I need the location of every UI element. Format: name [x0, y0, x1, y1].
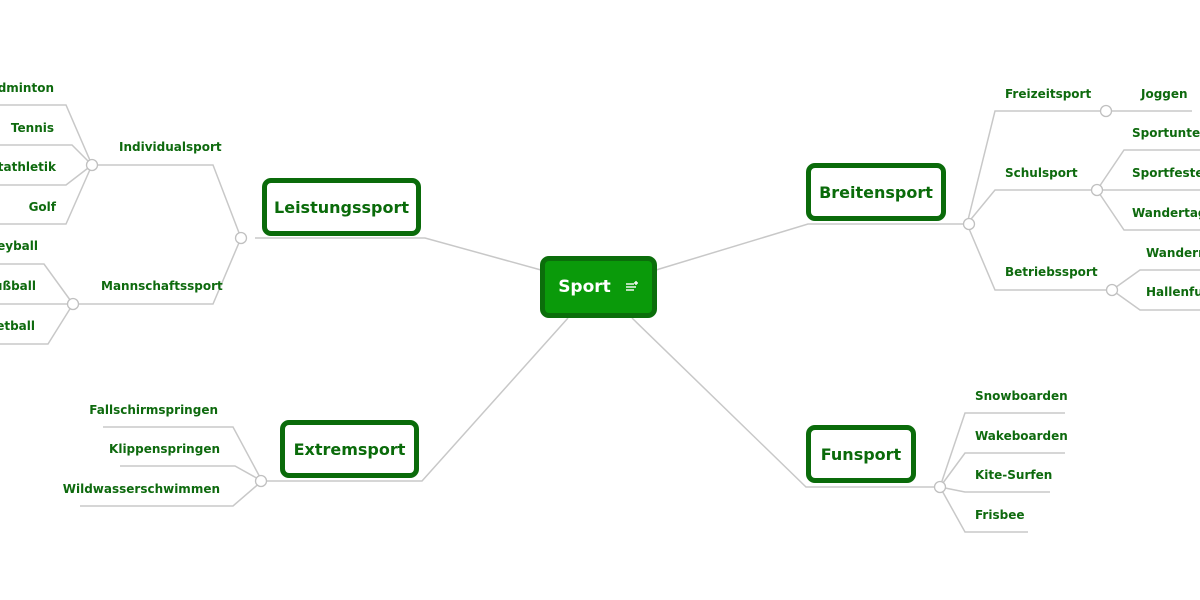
collapse-handle-extremsport [254, 474, 268, 488]
topic-extremsport[interactable]: Extremsport [280, 420, 419, 478]
root-node[interactable]: Sport [540, 256, 657, 318]
connector-breitensport-betriebssport [966, 223, 1112, 291]
leaf-frisbee[interactable]: Frisbee [975, 508, 1025, 522]
collapse-handle-individualsport [85, 158, 99, 172]
subtopic-betriebssport[interactable]: Betriebssport [1005, 265, 1098, 279]
leaf-wildwasserschwimmen[interactable]: Wildwasserschwimmen [62, 482, 220, 496]
topic-label: Leistungssport [274, 197, 409, 217]
leaf-sportfeste[interactable]: Sportfeste [1132, 166, 1200, 180]
subtopic-freizeitsport[interactable]: Freizeitsport [1005, 87, 1092, 101]
subtopic-mannschaftssport[interactable]: Mannschaftssport [101, 279, 223, 293]
collapse-handle-mannschaftssport [66, 297, 80, 311]
topic-funsport[interactable]: Funsport [806, 425, 916, 483]
leaf-sportunterricht[interactable]: Sportunterricht [1132, 126, 1200, 140]
leaf-kite-surfen[interactable]: Kite-Surfen [975, 468, 1053, 482]
leaf-golf[interactable]: Golf [28, 200, 56, 214]
connector-breitensport-schulsport [966, 189, 1097, 225]
connector-extremsport-items [80, 426, 263, 507]
topic-leistungssport[interactable]: Leistungssport [262, 178, 421, 236]
topic-label: Funsport [820, 444, 902, 464]
connector-individualsport-items [0, 104, 93, 225]
topic-label: Extremsport [293, 439, 406, 459]
leaf-snowboarden[interactable]: Snowboarden [975, 389, 1068, 403]
leaf-tennis[interactable]: Tennis [10, 121, 54, 135]
collapse-handle-betriebssport [1105, 283, 1119, 297]
subtopic-schulsport[interactable]: Schulsport [1005, 166, 1078, 180]
leaf-klippenspringen[interactable]: Klippenspringen [109, 442, 220, 456]
leaf-fallschirmspringen[interactable]: Fallschirmspringen [89, 403, 218, 417]
collapse-handle-schulsport [1090, 183, 1104, 197]
leaf-badminton[interactable]: Badminton [0, 81, 54, 95]
connector-root-extremsport [262, 317, 569, 482]
leaf-joggen[interactable]: Joggen [1141, 87, 1188, 101]
collapse-handle-breitensport [962, 217, 976, 231]
leaf-leichtathletik[interactable]: Leichtathletik [0, 160, 56, 174]
leaf-basketball[interactable]: Basketball [0, 319, 35, 333]
connector-schulsport-items [1096, 149, 1200, 231]
leaf-wandertage[interactable]: Wandertage [1132, 206, 1200, 220]
connector-root-breitensport [655, 223, 967, 271]
notes-icon[interactable] [625, 280, 639, 294]
connector-root-leistungssport [255, 237, 542, 271]
connector-betriebssport-items [1111, 269, 1200, 311]
leaf-wakeboarden[interactable]: Wakeboarden [975, 429, 1068, 443]
collapse-handle-freizeitsport [1099, 104, 1113, 118]
subtopic-individualsport[interactable]: Individualsport [119, 140, 222, 154]
leaf-fussball[interactable]: Fußball [0, 279, 36, 293]
topic-breitensport[interactable]: Breitensport [806, 163, 946, 221]
connector-breitensport-freizeitsport [966, 110, 1106, 225]
leaf-wandern[interactable]: Wandern [1146, 246, 1200, 260]
connector-leistungssport-individualsport [92, 164, 242, 239]
connector-leistungssport-mannschaftssport [73, 237, 242, 305]
root-label: Sport [558, 277, 611, 297]
topic-label: Breitensport [819, 182, 933, 202]
collapse-handle-leistungssport [234, 231, 248, 245]
collapse-handle-funsport [933, 480, 947, 494]
connector-funsport-items [939, 412, 1065, 533]
leaf-volleyball[interactable]: Volleyball [0, 239, 38, 253]
connector-root-funsport [631, 317, 940, 488]
leaf-hallenfussball[interactable]: Hallenfußball [1146, 285, 1200, 299]
